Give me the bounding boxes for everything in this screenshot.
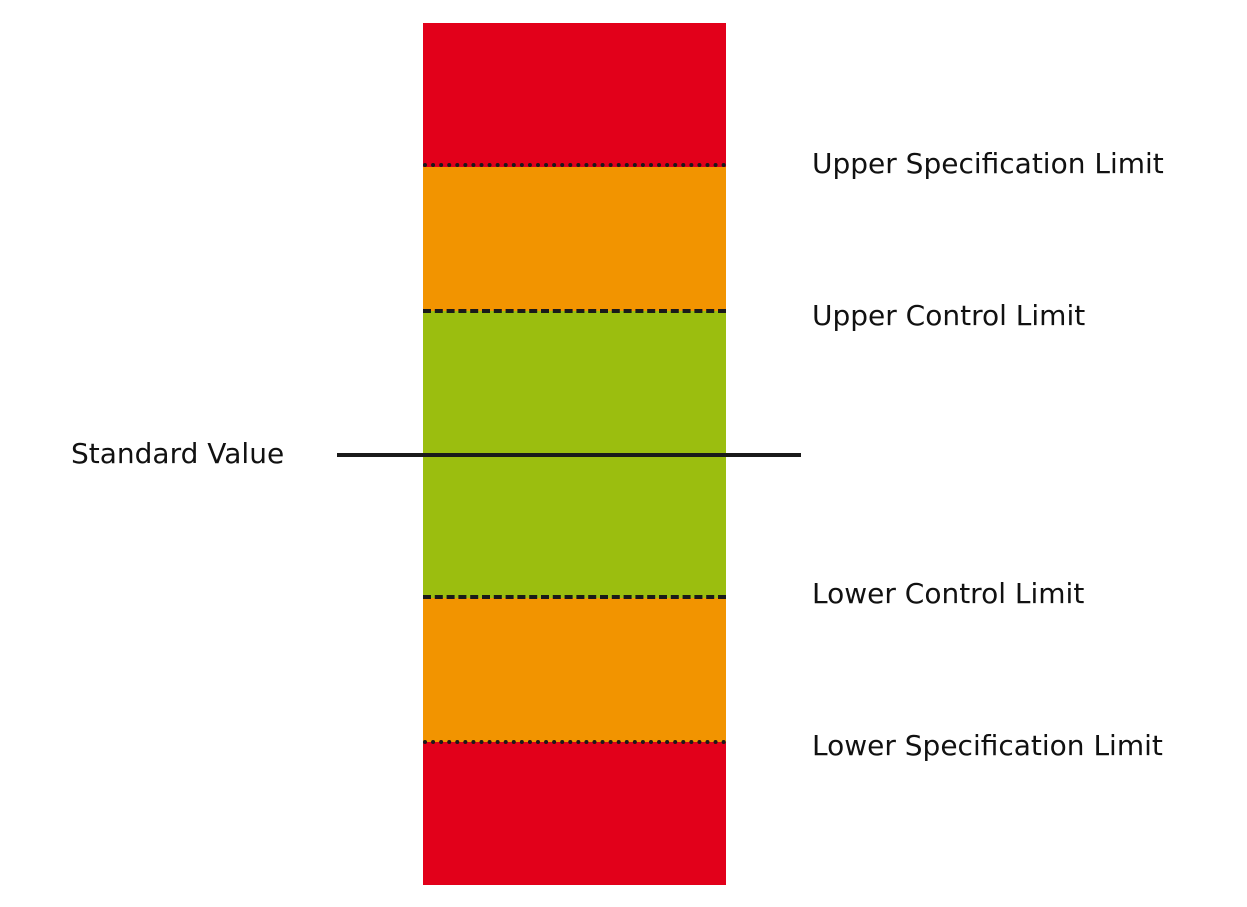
- standard-value-label: Standard Value: [71, 437, 285, 470]
- standard-value-line: [337, 453, 801, 457]
- lower-spec-limit-line: [423, 740, 726, 744]
- upper-control-limit-line: [423, 309, 726, 313]
- lower-warning-zone: [423, 598, 726, 742]
- upper-spec-limit-line: [423, 163, 726, 167]
- upper-out-of-spec-zone: [423, 23, 726, 167]
- upper-warning-zone: [423, 167, 726, 311]
- lower-out-of-spec-zone: [423, 742, 726, 885]
- lower-control-limit-line: [423, 595, 726, 599]
- upper-spec-limit-label: Upper Specification Limit: [812, 147, 1164, 180]
- upper-control-limit-label: Upper Control Limit: [812, 299, 1086, 332]
- lower-spec-limit-label: Lower Specification Limit: [812, 729, 1163, 762]
- lower-control-limit-label: Lower Control Limit: [812, 577, 1085, 610]
